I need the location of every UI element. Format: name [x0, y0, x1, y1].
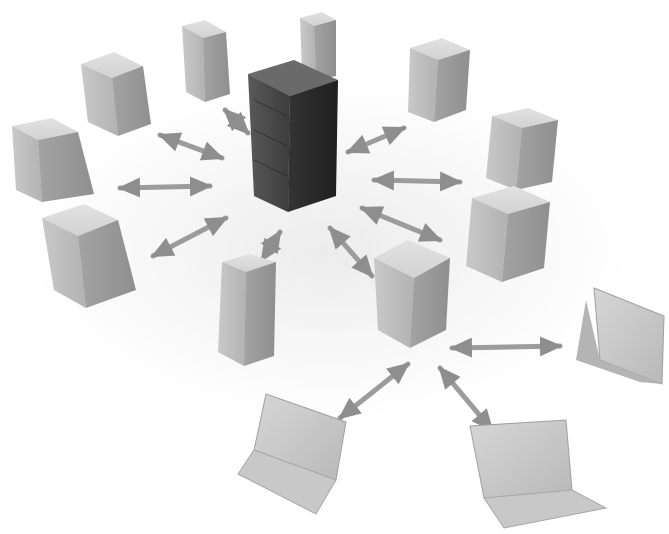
server-tower — [12, 118, 94, 202]
server-tower — [408, 38, 470, 122]
central-server — [248, 60, 338, 212]
server-tower — [466, 186, 550, 282]
server-tower — [81, 52, 151, 136]
laptop — [470, 420, 606, 528]
server-tower — [374, 240, 450, 348]
server-tower — [218, 254, 276, 366]
server-tower — [486, 108, 558, 190]
arrow-s3 — [120, 186, 210, 188]
arrow-l1 — [452, 346, 560, 348]
server-tower — [182, 20, 230, 102]
arrow-s8 — [374, 180, 460, 182]
